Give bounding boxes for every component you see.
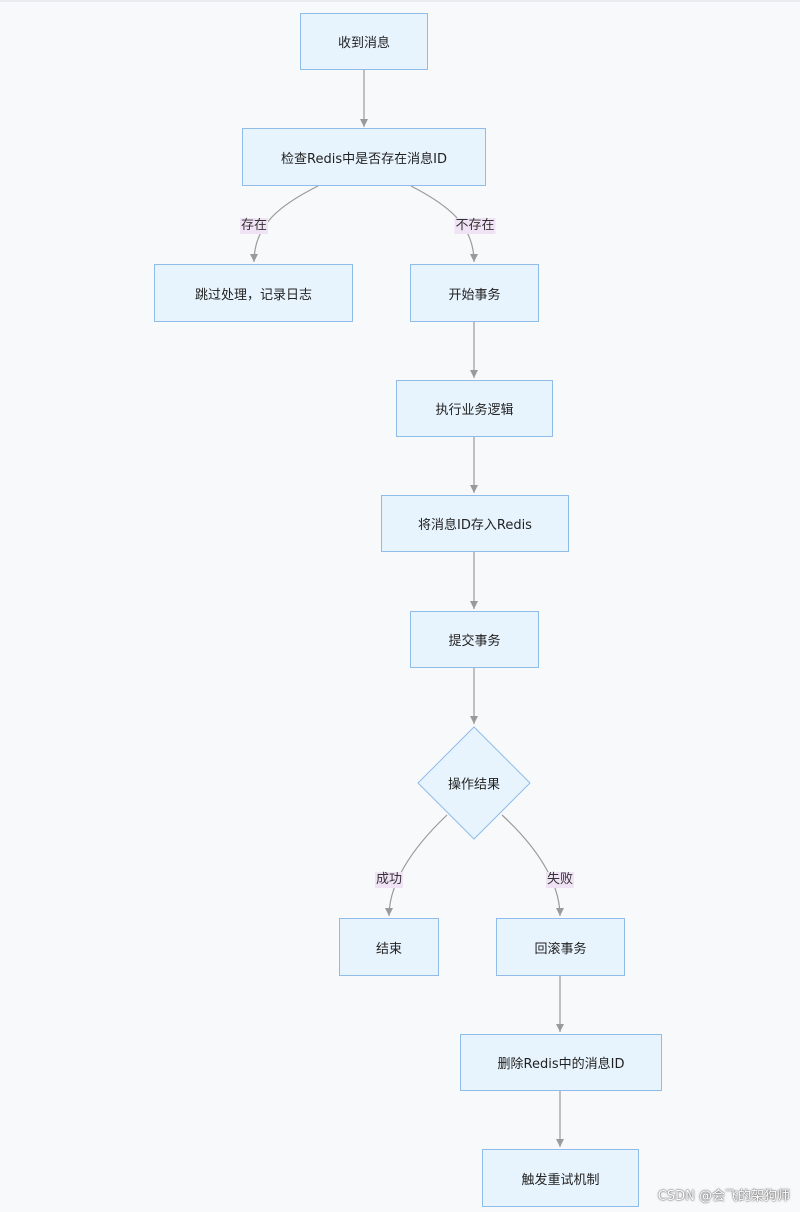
receive-message-label: 收到消息 — [337, 36, 390, 51]
result-decision-label: 操作结果 — [447, 777, 501, 793]
check-redis-label: 检查Redis中是否存在消息ID — [281, 151, 447, 167]
edge-label-success: 成功 — [374, 872, 404, 888]
skip-processing-node: 跳过处理，记录日志 — [154, 264, 353, 322]
delete-id-label: 删除Redis中的消息ID — [497, 1057, 625, 1072]
skip-processing-label: 跳过处理，记录日志 — [194, 287, 312, 303]
check-redis-node: 检查Redis中是否存在消息ID — [242, 128, 486, 186]
execute-logic-node: 执行业务逻辑 — [396, 380, 553, 437]
end-label: 结束 — [375, 941, 402, 957]
receive-message-node: 收到消息 — [300, 13, 428, 70]
edge-label-exists: 存在 — [239, 218, 269, 234]
end-node: 结束 — [339, 918, 439, 976]
result-decision-diamond — [417, 726, 531, 840]
trigger-retry-label: 触发重试机制 — [521, 1172, 600, 1188]
edge-result-to-rollback — [501, 814, 564, 917]
delete-id-node: 删除Redis中的消息ID — [460, 1034, 662, 1091]
execute-logic-label: 执行业务逻辑 — [435, 403, 514, 418]
edge-check-to-skip — [250, 185, 319, 263]
top-divider — [0, 0, 800, 2]
edge-label-failure: 失败 — [545, 872, 575, 888]
begin-transaction-node: 开始事务 — [410, 264, 539, 322]
trigger-retry-node: 触发重试机制 — [482, 1149, 639, 1207]
edge-result-to-end — [385, 814, 448, 917]
rollback-transaction-node: 回滚事务 — [496, 918, 625, 976]
commit-transaction-node: 提交事务 — [410, 611, 539, 668]
edge-label-not-exists: 不存在 — [454, 218, 496, 234]
begin-transaction-label: 开始事务 — [448, 287, 501, 303]
csdn-watermark: CSDN @会飞的架狗师 — [657, 1189, 790, 1204]
rollback-transaction-label: 回滚事务 — [534, 941, 587, 957]
store-id-node: 将消息ID存入Redis — [381, 495, 569, 552]
store-id-label: 将消息ID存入Redis — [418, 518, 532, 533]
commit-transaction-label: 提交事务 — [448, 634, 501, 649]
edge-check-to-begin — [410, 185, 478, 263]
